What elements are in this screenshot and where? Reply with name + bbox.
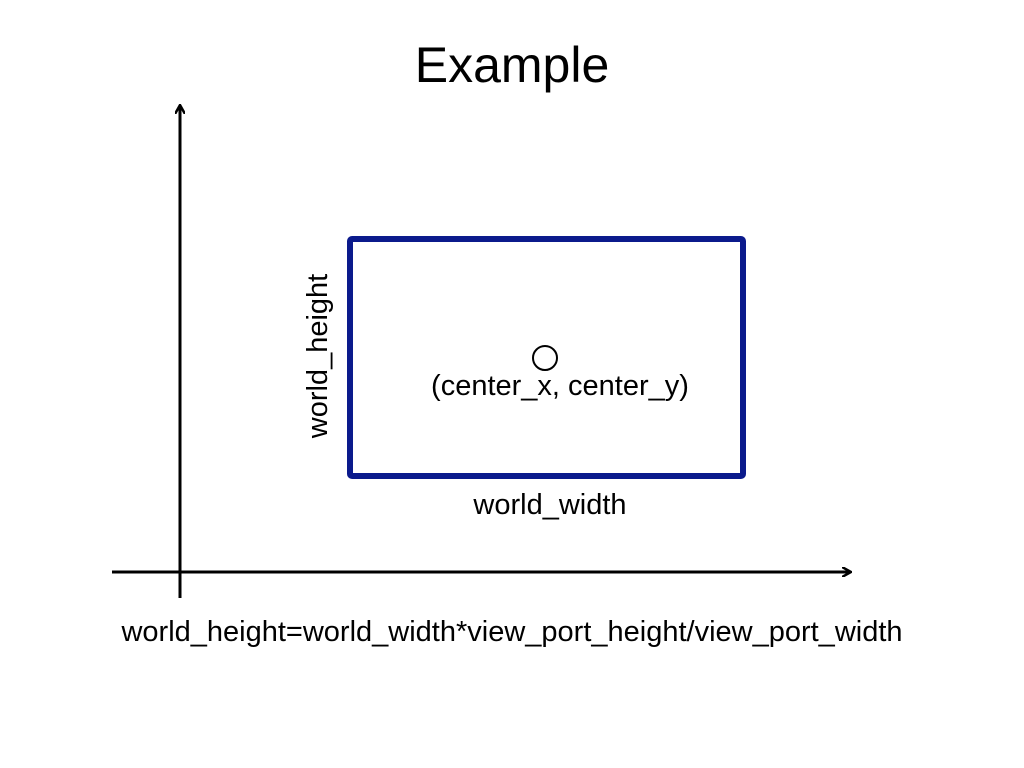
- center-point-label: (center_x, center_y): [431, 370, 689, 402]
- world-height-label: world_height: [302, 273, 334, 439]
- center-point-marker: [532, 345, 558, 371]
- world-width-label: world_width: [473, 489, 627, 521]
- slide-title: Example: [414, 37, 610, 93]
- aspect-formula: world_height=world_width*view_port_heigh…: [121, 616, 903, 648]
- world-rectangle: [347, 236, 746, 479]
